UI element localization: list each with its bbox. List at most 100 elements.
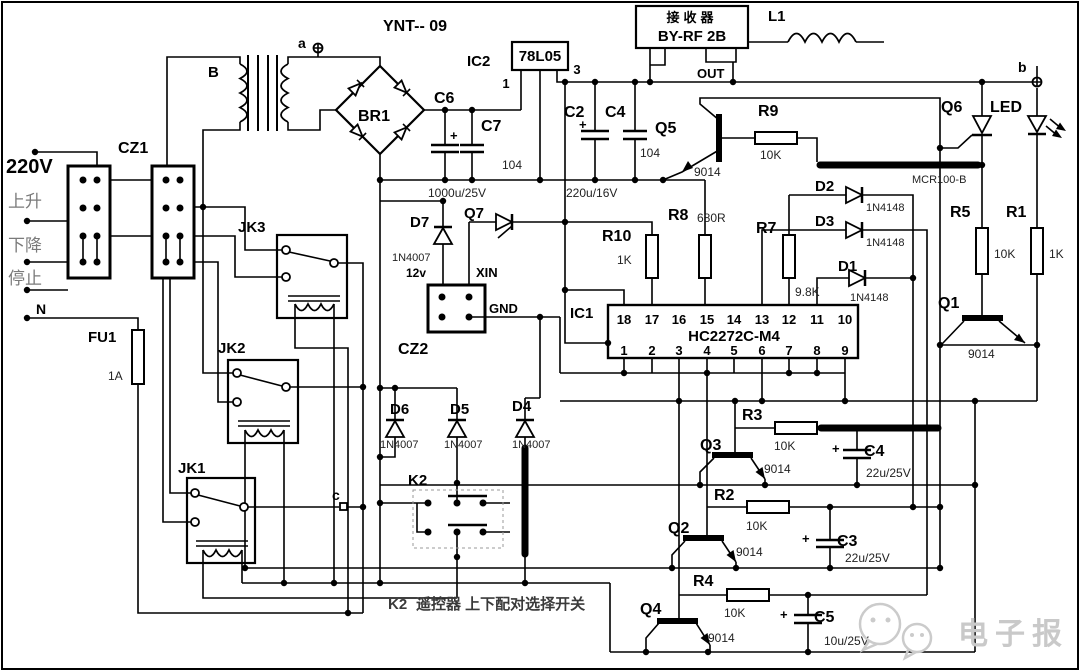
d3-value: 1N4148 xyxy=(866,237,905,249)
ic1-pin7: 7 xyxy=(785,343,792,358)
ic1-label: IC1 xyxy=(570,305,593,322)
c2-value: 220u/16V xyxy=(566,186,617,200)
transformer-b: B xyxy=(208,55,290,131)
input-connector-block xyxy=(66,164,112,280)
jk3-blade xyxy=(288,251,331,262)
r5-value: 10K xyxy=(994,247,1015,261)
r8-body xyxy=(698,234,712,279)
neutral-label: N xyxy=(36,301,46,317)
ic1-pin3: 3 xyxy=(675,343,682,358)
d1-value: 1N4148 xyxy=(850,292,889,304)
wires-relays xyxy=(202,262,610,613)
capacitor-plates xyxy=(431,129,871,625)
led-arrow-1 xyxy=(1052,129,1062,138)
c6-plus: + xyxy=(450,128,458,143)
r1-value: 1K xyxy=(1049,247,1064,261)
resistor-r1: R1 1K xyxy=(1006,204,1064,275)
d7-value: 1N4007 xyxy=(392,252,431,264)
d5-triangle xyxy=(446,419,468,438)
r4-value: 10K xyxy=(724,606,745,620)
wires-diode-or xyxy=(651,180,928,595)
cap-c4-top: C4 104 xyxy=(605,104,660,160)
c6-label: C6 xyxy=(434,90,455,107)
bridge-diode-2 xyxy=(392,78,411,97)
relay-jk1: JK1 xyxy=(178,460,257,565)
ic1-model: HC2272C-M4 xyxy=(688,328,780,345)
resistor-r8: R8 680R xyxy=(668,207,726,279)
jk1-blade xyxy=(197,494,241,507)
r7-body xyxy=(782,234,796,279)
q5-emitter-arrow xyxy=(682,161,693,172)
r4-body xyxy=(726,588,770,602)
jk2-label: JK2 xyxy=(218,340,246,357)
k2-note: K2 遥控器 上下配对选择开关 xyxy=(388,595,585,613)
c4t-label: C4 xyxy=(605,104,626,121)
q2-value: 9014 xyxy=(736,545,763,559)
ic1-pin2: 2 xyxy=(648,343,655,358)
q7-triangle xyxy=(495,212,515,232)
ic2-label: IC2 xyxy=(467,53,490,70)
relay-jk2: JK2 xyxy=(218,340,300,445)
q1-emitter-arrow xyxy=(1014,333,1025,343)
c6-value: 1000u/25V xyxy=(428,186,486,200)
ic2-body xyxy=(510,40,570,72)
d4-value: 1N4007 xyxy=(512,439,551,451)
gnd-label: GND xyxy=(489,301,518,316)
receiver-module: 接收器 BY-RF 2B OUT xyxy=(634,4,750,81)
c4b-value: 22u/25V xyxy=(866,466,911,480)
d3-triangle xyxy=(845,220,865,240)
r10-value: 1K xyxy=(617,253,632,267)
resistor-r5: R5 10K xyxy=(950,204,1015,275)
scr-q6: Q6 MCR100-B xyxy=(912,99,993,186)
ic1-pin17: 17 xyxy=(645,312,659,327)
d6-label: D6 xyxy=(390,401,409,418)
r5-body xyxy=(975,227,989,275)
wires-cz1-feeds xyxy=(162,56,282,523)
fu1-value: 1A xyxy=(108,369,123,383)
node-b: b xyxy=(1018,59,1043,88)
r9-body xyxy=(754,131,798,145)
r3-body xyxy=(774,421,818,435)
ic1-pin4: 4 xyxy=(703,343,711,358)
transistor-q4: Q4 9014 xyxy=(640,601,735,645)
led: LED xyxy=(990,99,1066,138)
wires-q2-row xyxy=(245,506,940,569)
diode-d2: D2 1N4148 xyxy=(815,178,905,214)
k2-outline xyxy=(412,489,504,549)
up-label: 上升 xyxy=(8,192,42,211)
resistor-r2: R2 10K xyxy=(714,487,790,533)
led-label: LED xyxy=(990,99,1022,116)
d3-label: D3 xyxy=(815,213,834,230)
switch-k2: K2 xyxy=(408,472,504,549)
r1-label: R1 xyxy=(1006,204,1027,221)
r4-label: R4 xyxy=(693,573,714,590)
ic2-part: 78L05 xyxy=(519,48,562,65)
ic1-pin13: 13 xyxy=(755,312,769,327)
r10-label: R10 xyxy=(602,228,631,245)
wechat-icon-eyes xyxy=(870,617,924,637)
wires-k2-diodes xyxy=(380,317,541,598)
bridge-diode-4 xyxy=(392,123,411,142)
resistor-r4: R4 10K xyxy=(693,573,770,620)
c2-label: C2 xyxy=(564,104,585,121)
l1-coil xyxy=(787,32,857,45)
bridge-diode-3 xyxy=(348,122,367,141)
c5-value: 10u/25V xyxy=(824,634,869,648)
transistor-q1: Q1 9014 xyxy=(938,295,1025,361)
ic1-body xyxy=(606,303,860,360)
jk1-label: JK1 xyxy=(178,460,206,477)
jk3-label: JK3 xyxy=(238,219,266,236)
ic1-pin1: 1 xyxy=(620,343,627,358)
fuse-fu1: FU1 1A xyxy=(88,329,145,385)
cz1-block xyxy=(150,164,196,280)
scr-q7: Q7 xyxy=(464,205,515,239)
diode-d5: D5 1N4007 xyxy=(444,401,483,451)
c2-plus: + xyxy=(579,117,587,132)
resistor-r10: R10 1K xyxy=(602,228,659,279)
jk3-coil xyxy=(294,301,335,312)
r5-label: R5 xyxy=(950,204,971,221)
node-a: a xyxy=(298,35,324,54)
cap-c7: C7 104 xyxy=(481,118,522,172)
relay-jk3: JK3 xyxy=(238,219,349,320)
q6-triangle xyxy=(971,115,993,135)
